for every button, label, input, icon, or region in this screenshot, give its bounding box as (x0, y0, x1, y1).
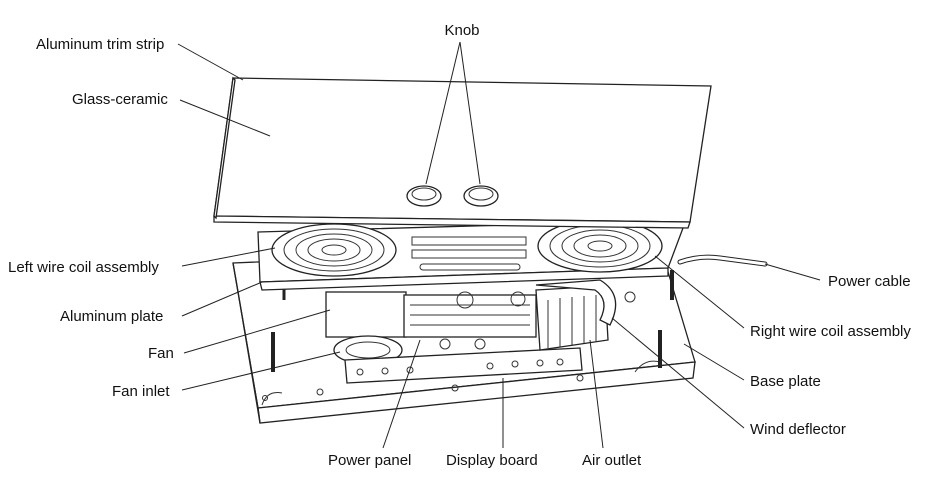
knob-left (406, 185, 442, 207)
label-wind-deflector: Wind deflector (750, 421, 846, 438)
label-power-cable: Power cable (828, 273, 911, 290)
label-air-outlet: Air outlet (582, 452, 642, 469)
right-wire-coil-assembly (537, 219, 663, 273)
fan (325, 291, 407, 365)
leader-lines (177, 41, 821, 449)
power-cable (677, 254, 768, 267)
center-slots (411, 236, 527, 271)
label-base-plate: Base plate (750, 373, 821, 390)
label-knob: Knob (444, 22, 479, 39)
power-panel (403, 291, 537, 350)
label-display-board: Display board (446, 452, 538, 469)
knob-right (463, 185, 499, 207)
glass-ceramic (213, 76, 712, 229)
threaded-studs (271, 270, 674, 372)
label-aluminum-plate: Aluminum plate (60, 308, 163, 325)
label-fan: Fan (148, 345, 174, 362)
left-wire-coil-assembly (271, 223, 397, 277)
label-right-wire-coil-assembly: Right wire coil assembly (750, 323, 911, 340)
label-fan-inlet: Fan inlet (112, 383, 170, 400)
label-glass-ceramic: Glass-ceramic (72, 91, 168, 108)
air-outlet-heatsink (535, 285, 609, 351)
label-aluminum-trim-strip: Aluminum trim strip (36, 36, 164, 53)
wind-deflector (535, 279, 636, 326)
display-board (344, 347, 583, 384)
label-power-panel: Power panel (328, 452, 411, 469)
label-left-wire-coil-assembly: Left wire coil assembly (8, 259, 159, 276)
